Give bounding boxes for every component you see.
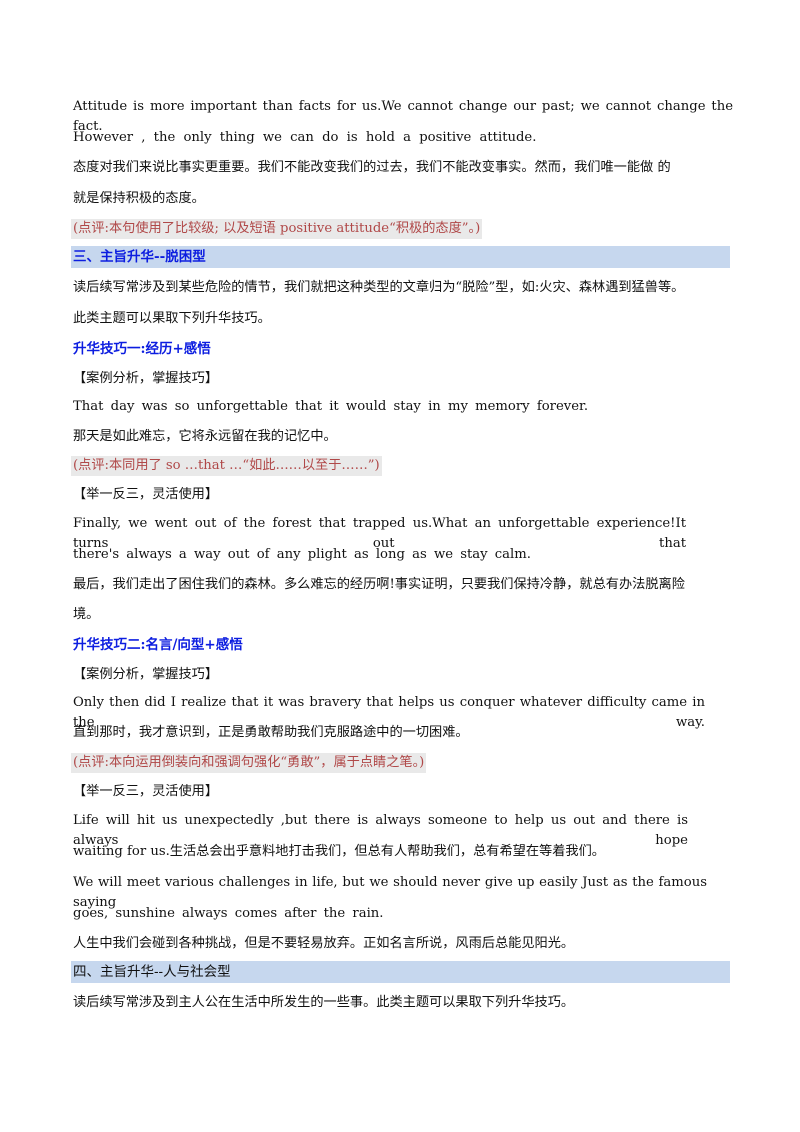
section4-intro: 读后续写常涉及到主人公在生活中所发生的一些事。此类主题可以果取下列升华技巧。	[73, 995, 575, 1010]
tip2-practice-label: 【举一反三，灵活使用】	[73, 784, 219, 799]
section4-heading: 四、主旨升华--人与社会型	[71, 961, 730, 983]
para1-chinese-line1: 态度对我们来说比事实更重要。我们不能改变我们的过去，我们不能改变事实。然而，我们…	[73, 160, 671, 175]
tip2-case-label: 【案例分析，掌握技巧】	[73, 667, 219, 682]
tip2-example-chinese: 直到那时，我才意识到，正是勇敢帮助我们克服路途中的一切困难。	[73, 725, 469, 740]
tip1-practice-chinese-line2: 境。	[73, 607, 100, 622]
tip1-example-english: That day was so unforgettable that it wo…	[73, 399, 589, 414]
tip2-practice1-line2: waiting for us.生活总会出乎意料地打击我们，但总有人帮助我们，总有…	[73, 844, 605, 859]
section3-intro-line2: 此类主题可以果取下列升华技巧。	[73, 311, 271, 326]
tip1-example-chinese: 那天是如此难忘，它将永远留在我的记忆中。	[73, 429, 337, 444]
tip2-practice2-line1: We will meet various challenges in life,…	[73, 875, 707, 910]
tip2-practice1-line1: Life will hit us unexpectedly ,but there…	[73, 813, 688, 848]
tip1-title: 升华技巧一:经历+感悟	[73, 341, 211, 357]
tip1-practice-chinese-line1: 最后，我们走出了困住我们的森林。多么难忘的经历啊!事实证明，只要我们保持冷静，就…	[73, 577, 685, 592]
para1-comment: (点评:本句使用了比较级; 以及短语 positive attitude“积极的…	[71, 219, 483, 239]
tip1-comment: (点评:本同用了 so …that …“如此……以至于……”)	[71, 456, 382, 476]
para1-chinese-line2: 就是保持积极的态度。	[73, 191, 205, 206]
tip2-practice2-line2: goes, sunshine always comes after the ra…	[73, 906, 384, 921]
tip1-practice-english-line1: Finally, we went out of the forest that …	[73, 516, 686, 551]
tip1-practice-label: 【举一反三，灵活使用】	[73, 487, 219, 502]
tip2-example-english: Only then did I realize that it was brav…	[73, 695, 705, 730]
tip1-practice-english-line2: there's always a way out of any plight a…	[73, 547, 531, 562]
para1-english-line1: Attitude is more important than facts fo…	[73, 99, 733, 134]
section3-heading: 三、主旨升华--脱困型	[71, 246, 730, 268]
tip2-title: 升华技巧二:名言/向型+感悟	[73, 637, 243, 653]
tip1-case-label: 【案例分析，掌握技巧】	[73, 371, 219, 386]
tip2-comment: (点评:本向运用倒装向和强调句强化“勇敢”，属于点睛之笔。)	[71, 753, 427, 773]
section3-intro-line1: 读后续写常涉及到某些危险的情节，我们就把这种类型的文章归为“脱险”型，如:火灾、…	[73, 280, 685, 295]
tip2-practice2-chinese: 人生中我们会碰到各种挑战，但是不要轻易放弃。正如名言所说，风雨后总能见阳光。	[73, 936, 575, 951]
para1-english-line2: However , the only thing we can do is ho…	[73, 130, 537, 145]
